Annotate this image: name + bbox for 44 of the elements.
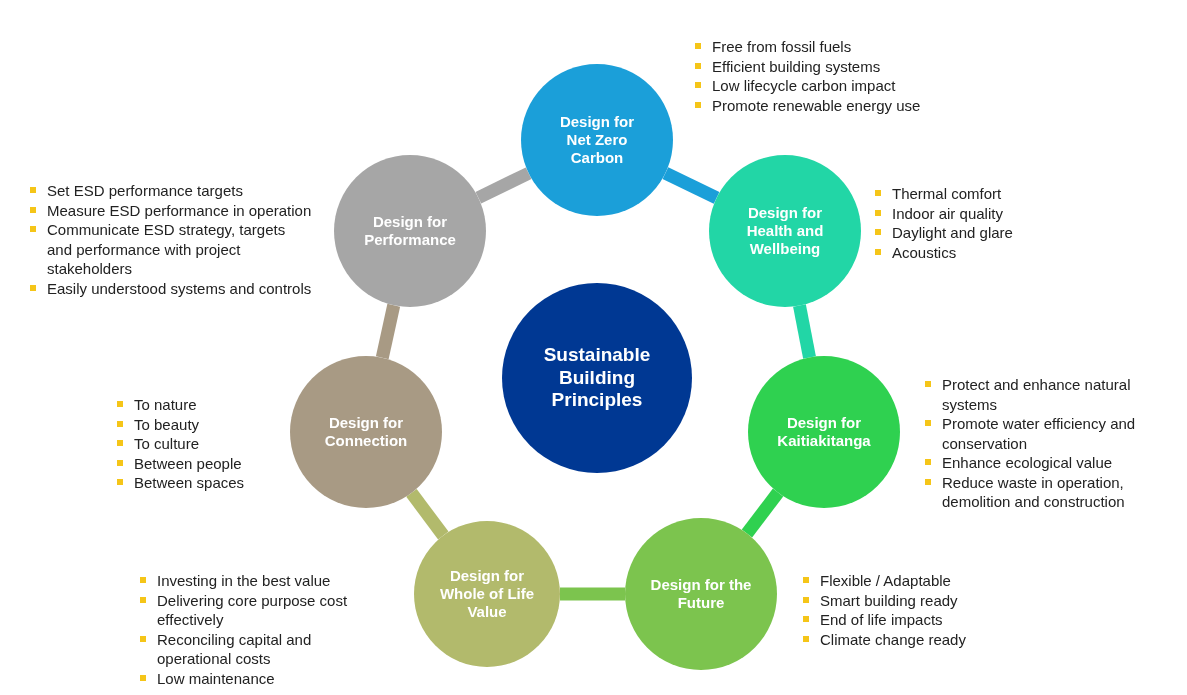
bullet-item: Set ESD performance targets (30, 181, 312, 201)
bullet-item: Promote renewable energy use (695, 95, 995, 115)
ring-segment (375, 303, 401, 360)
bullet-item: Delivering core purpose cost effectively (140, 590, 388, 630)
ring-segment (793, 304, 816, 359)
bullet-item: Low lifecycle carbon impact (695, 76, 995, 96)
bullet-item: Reconciling capital and operational costs (140, 629, 388, 669)
bullet-item: Communicate ESD strategy, targets and performance with project stakeholders (30, 220, 312, 279)
bullet-item: Promote water efficiency and conservation (925, 414, 1185, 453)
bullet-item: Smart building ready (803, 590, 1053, 610)
bullet-item: Free from fossil fuels (695, 37, 995, 57)
bullet-item: To nature (117, 395, 287, 415)
ring-segment (662, 167, 720, 204)
bullet-item: To culture (117, 434, 287, 454)
bullet-item: Protect and enhance natural systems (925, 375, 1185, 414)
bullet-item: Acoustics (875, 242, 1125, 262)
ring-segment (475, 167, 532, 204)
bullet-item: Flexible / Adaptable (803, 571, 1053, 591)
node-title: Sustainable Building Principles (542, 343, 652, 413)
bullet-item: Daylight and glare (875, 223, 1125, 243)
bullet-item: End of life impacts (803, 610, 1053, 630)
bullet-item: Easily understood systems and controls (30, 278, 312, 298)
ring-segment (406, 489, 449, 540)
bullet-item: To beauty (117, 414, 287, 434)
bullet-item: Efficient building systems (695, 56, 995, 76)
bullet-item: Climate change ready (803, 629, 1053, 649)
ring-segment (741, 488, 784, 538)
node-title: Design for the Future (649, 576, 753, 612)
ring-segment (560, 587, 625, 601)
node-title: Design for Net Zero Carbon (558, 113, 636, 167)
bullet-item: Low maintenance (140, 668, 388, 688)
bullet-item: Reduce waste in operation, demolition and construction (925, 472, 1185, 512)
node-title: Design for Connection (323, 414, 409, 450)
bullet-item: Enhance ecological value (925, 453, 1185, 473)
node-title: Design for Whole of Life Value (438, 567, 536, 621)
node-title: Design for Performance (363, 213, 457, 249)
bullet-item: Measure ESD performance in operation (30, 200, 312, 220)
node-title: Design for Health and Wellbeing (745, 204, 825, 258)
node-title: Design for Kaitiakitanga (776, 414, 872, 450)
bullet-item: Between spaces (117, 473, 287, 493)
bullet-item: Indoor air quality (875, 203, 1125, 223)
bullet-item: Thermal comfort (875, 184, 1125, 204)
bullet-item: Investing in the best value (140, 571, 388, 591)
bullet-item: Between people (117, 453, 287, 473)
